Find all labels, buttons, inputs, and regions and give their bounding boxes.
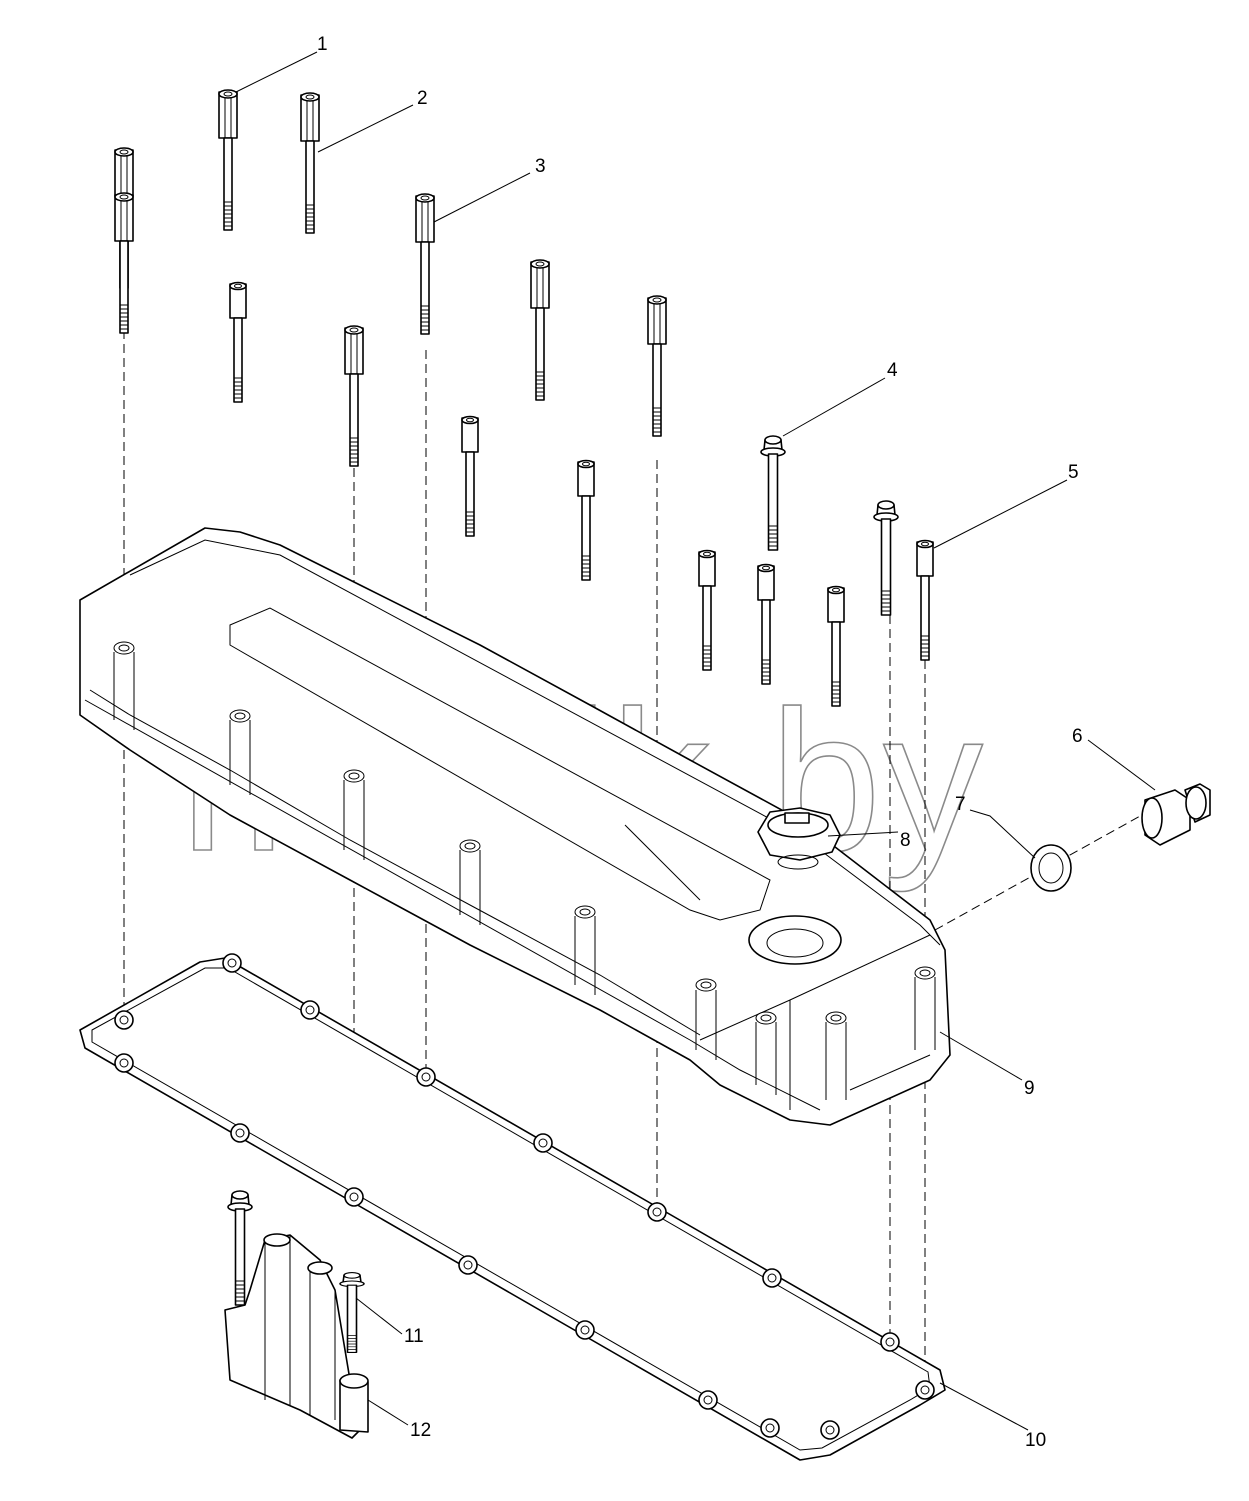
callout-11: 11 bbox=[404, 1326, 424, 1347]
callout-4: 4 bbox=[887, 360, 898, 381]
callout-3: 3 bbox=[535, 156, 546, 177]
callout-2: 2 bbox=[417, 88, 428, 109]
callout-9: 9 bbox=[1024, 1078, 1035, 1099]
callout-10: 10 bbox=[1025, 1430, 1046, 1451]
callout-6: 6 bbox=[1072, 726, 1083, 747]
callout-12: 12 bbox=[410, 1420, 431, 1441]
callout-8: 8 bbox=[900, 830, 911, 851]
callout-7: 7 bbox=[955, 794, 966, 815]
oil-filler-cap bbox=[757, 807, 841, 870]
callout-1: 1 bbox=[317, 34, 328, 55]
bracket-assembly bbox=[224, 1190, 369, 1439]
fitting bbox=[1141, 783, 1211, 846]
gasket bbox=[79, 953, 946, 1461]
callout-5: 5 bbox=[1068, 462, 1079, 483]
valve-cover bbox=[79, 527, 951, 1126]
seal-ring bbox=[1030, 844, 1072, 892]
leader-lines bbox=[235, 51, 1156, 1431]
callout-labels: 1 2 3 4 5 6 7 8 9 10 11 12 bbox=[317, 34, 1083, 1451]
